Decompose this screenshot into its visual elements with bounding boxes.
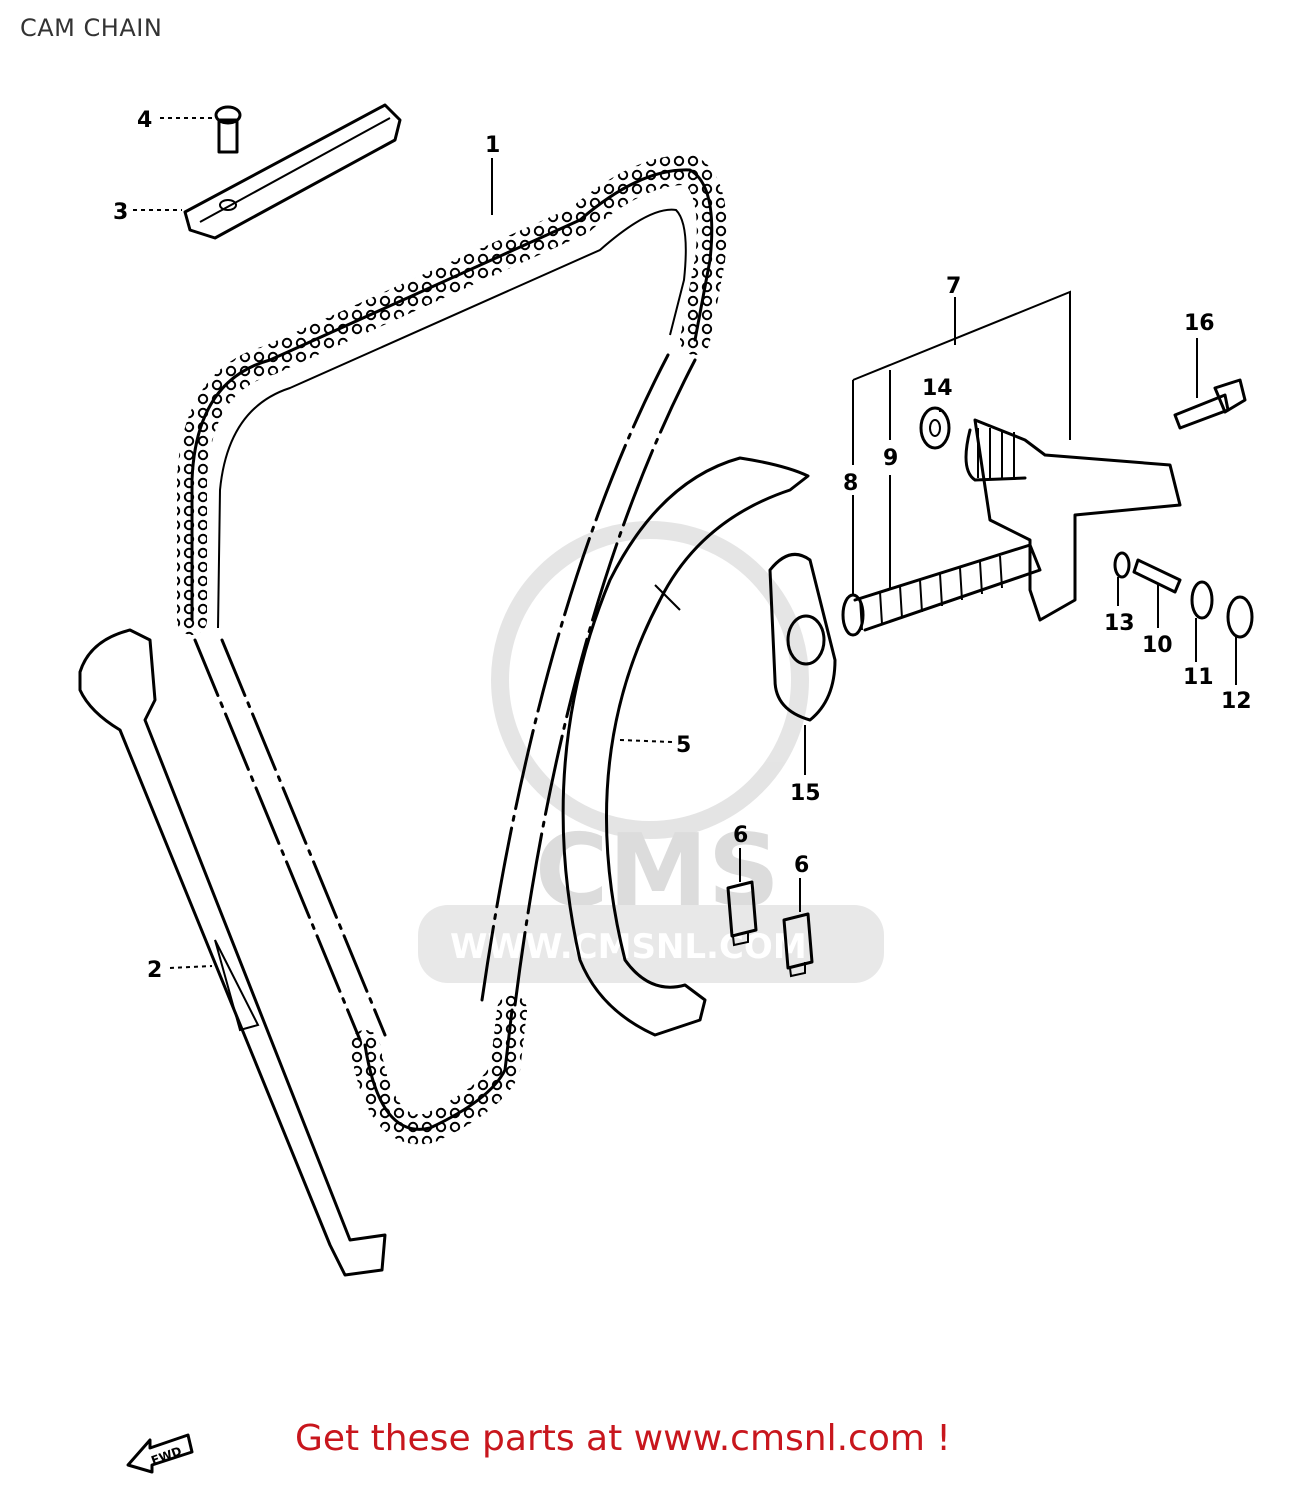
callout-13: 13 <box>1104 611 1135 636</box>
tensioner-nut-12 <box>1226 595 1254 639</box>
callout-10: 10 <box>1142 633 1173 658</box>
callout-1: 1 <box>485 133 500 158</box>
footer-link[interactable]: Get these parts at www.cmsnl.com ! <box>295 1418 951 1459</box>
tensioner-nut-14 <box>919 406 951 450</box>
damper-left <box>726 880 758 947</box>
tensioner-o-ring-13 <box>1113 551 1131 579</box>
watermark-url-text: WWW.CMSNL.COM <box>450 927 807 967</box>
guide-bolt <box>214 105 242 211</box>
callout-3: 3 <box>113 200 128 225</box>
callout-14: 14 <box>922 376 953 401</box>
tensioner-bolt-16 <box>1173 378 1247 430</box>
cam-chain <box>177 154 727 1145</box>
leader-lines <box>133 117 1237 969</box>
callout-2: 2 <box>147 958 162 983</box>
callout-6b: 6 <box>794 853 809 878</box>
chain-guide-upper <box>183 103 402 240</box>
callouts: 1 2 3 4 5 6 6 7 8 9 10 11 12 13 14 15 16 <box>113 108 1252 983</box>
callout-8: 8 <box>843 471 858 496</box>
callout-4: 4 <box>137 108 152 133</box>
chain-guide-front <box>78 628 387 1277</box>
callout-6a: 6 <box>733 823 748 848</box>
callout-15: 15 <box>790 781 821 806</box>
callout-12: 12 <box>1221 689 1252 714</box>
callout-5: 5 <box>676 733 691 758</box>
callout-11: 11 <box>1183 665 1214 690</box>
callout-7: 7 <box>946 274 961 299</box>
tensioner-washer-11 <box>1190 580 1214 620</box>
tensioner-screw-10 <box>1132 558 1182 594</box>
chain-guide-rear <box>561 456 810 1037</box>
callout-16: 16 <box>1184 311 1215 336</box>
callout-9: 9 <box>883 446 898 471</box>
watermark: CMS WWW.CMSNL.COM <box>418 521 884 983</box>
damper-right <box>782 912 814 978</box>
tensioner-assembly <box>841 418 1182 637</box>
page-title: CAM CHAIN <box>20 14 163 42</box>
tensioner-gasket <box>768 552 837 722</box>
forward-direction-arrow: FWD <box>126 1433 194 1474</box>
